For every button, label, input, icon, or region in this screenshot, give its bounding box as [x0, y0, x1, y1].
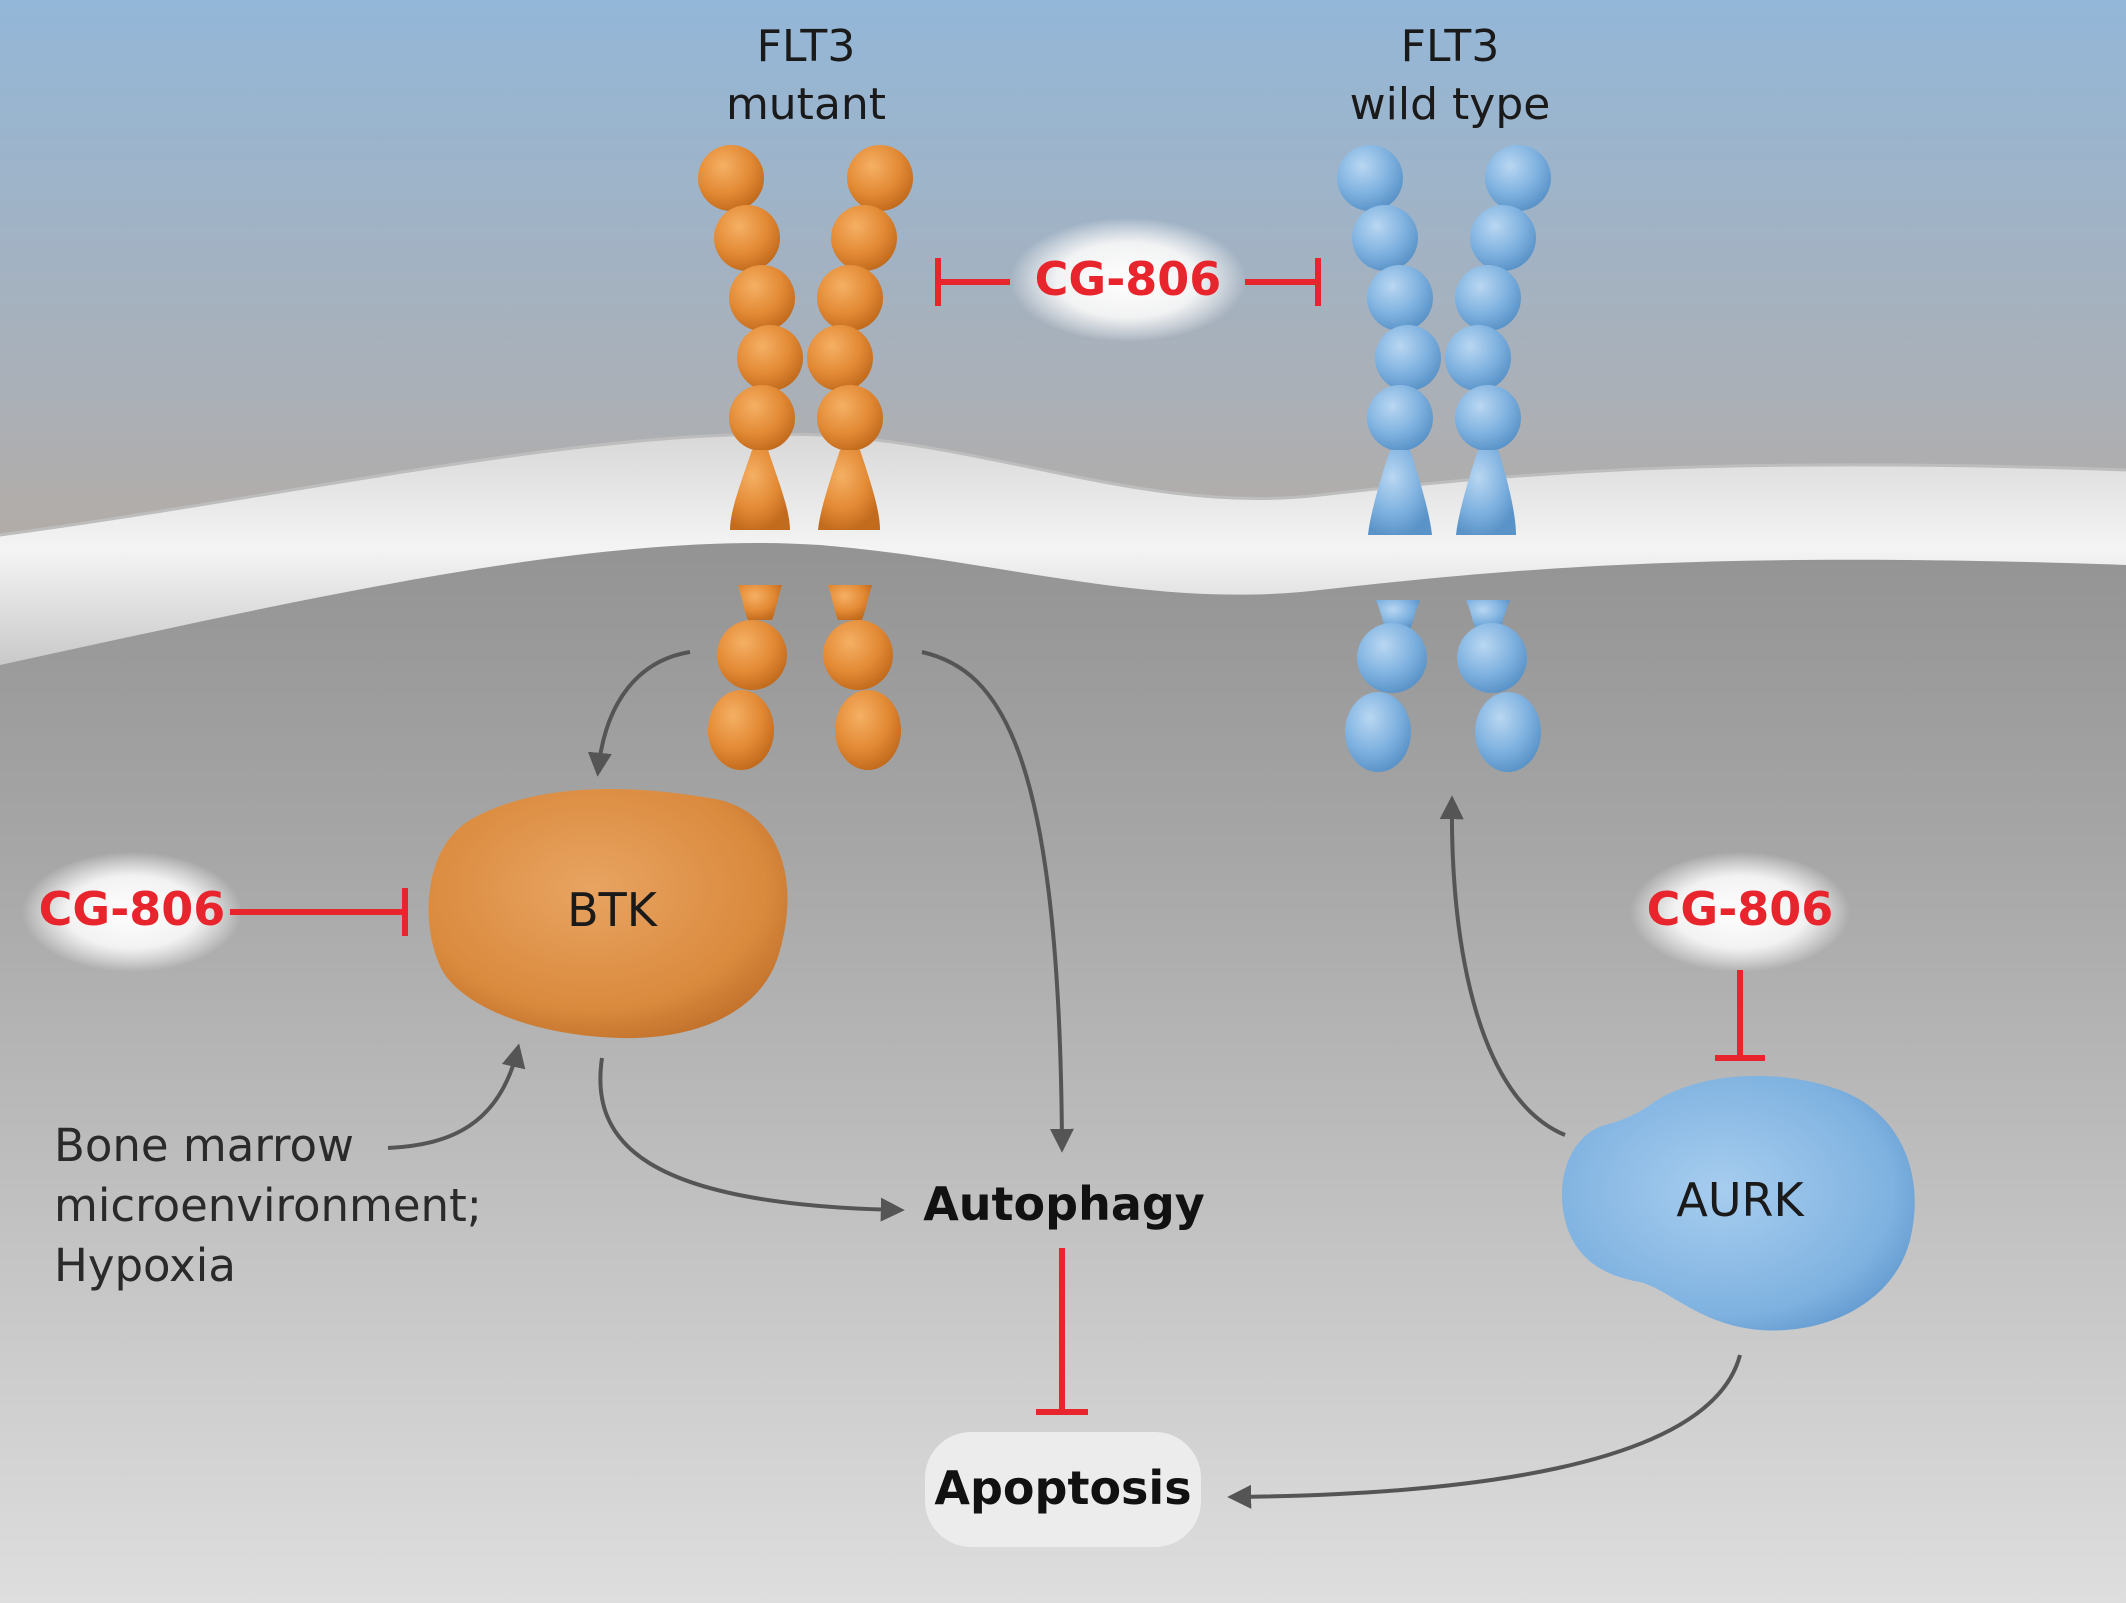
arrow-aurk-to-apoptosis: [1227, 1354, 1742, 1509]
flt3-mutant-right-chain: [807, 145, 913, 770]
flt3-mutant-label: FLT3 mutant: [626, 18, 986, 134]
stimulus-line1: Bone marrow: [54, 1119, 354, 1172]
activation-arrows: [387, 650, 1742, 1509]
drug-glow-left: [22, 852, 242, 972]
autophagy-label: Autophagy: [923, 1177, 1205, 1231]
apoptosis-box: [925, 1432, 1201, 1547]
arrow-microenvironment-to-btk: [387, 1043, 526, 1150]
cytoplasm: [0, 439, 2126, 1603]
arrow-flt3-to-btk: [587, 650, 691, 777]
stimulus-line2: microenvironment;: [54, 1179, 482, 1232]
microenvironment-hypoxia-label: Bone marrow microenvironment; Hypoxia: [54, 1116, 482, 1296]
flt3-mutant-receptor: [698, 145, 913, 770]
aurk-protein: [1561, 1075, 1915, 1331]
arrow-flt3-to-autophagy: [921, 650, 1074, 1153]
flt3-mutant-label-line1: FLT3: [756, 21, 856, 72]
flt3-wild-type-label-line2: wild type: [1349, 79, 1551, 130]
stimulus-line3: Hypoxia: [54, 1239, 236, 1292]
apoptosis-label: Apoptosis: [934, 1461, 1192, 1515]
arrow-aurk-to-flt3: [1439, 795, 1566, 1137]
aurk-label: AURK: [1676, 1173, 1804, 1227]
flt3-wild-type-receptor: [1337, 145, 1551, 772]
drug-label-receptors: CG-806: [1034, 252, 1222, 306]
btk-protein: [428, 788, 788, 1039]
inhibit-aurk: [1715, 970, 1765, 1061]
btk-label: BTK: [567, 883, 657, 937]
drug-label-btk: CG-806: [38, 882, 226, 936]
inhibit-flt3-mutant: [935, 258, 1010, 306]
inhibition-lines: [230, 258, 1765, 1415]
flt3-wild-type-left-chain: [1337, 145, 1441, 772]
flt3-wild-type-label: FLT3 wild type: [1270, 18, 1630, 134]
drug-glow-top: [1010, 218, 1246, 342]
inhibit-apoptosis: [1036, 1248, 1088, 1415]
flt3-mutant-left-chain: [698, 145, 803, 770]
flt3-wild-type-label-line1: FLT3: [1400, 21, 1500, 72]
drug-glow-right: [1630, 852, 1850, 972]
flt3-wild-type-right-chain: [1445, 145, 1551, 772]
inhibit-btk: [230, 888, 408, 936]
arrow-btk-to-autophagy: [598, 1057, 905, 1222]
drug-label-aurk: CG-806: [1646, 882, 1834, 936]
flt3-mutant-label-line2: mutant: [725, 79, 887, 130]
inhibit-flt3-wild-type: [1245, 258, 1321, 306]
cell-membrane: [0, 434, 2126, 665]
